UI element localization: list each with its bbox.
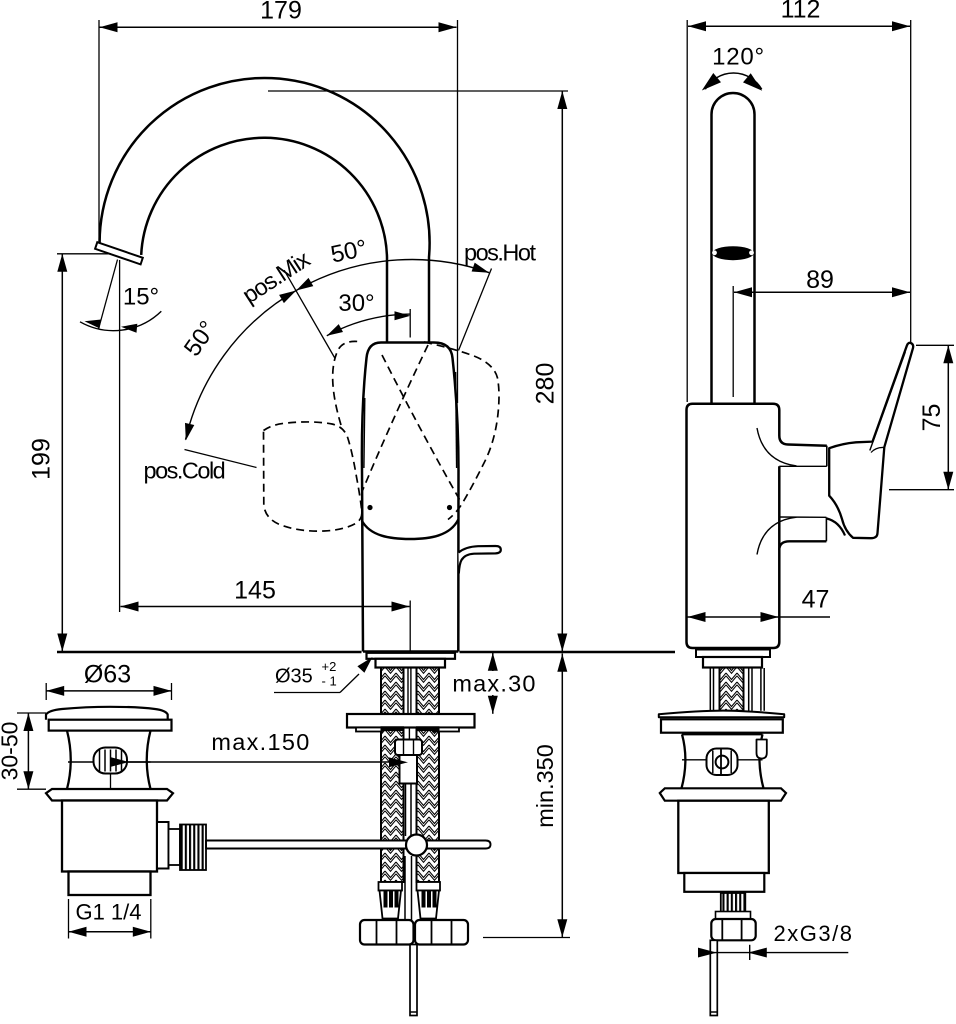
svg-text:2xG3/8: 2xG3/8 [774, 921, 854, 946]
svg-text:120°: 120° [712, 44, 765, 71]
svg-text:47: 47 [802, 586, 830, 614]
svg-text:179: 179 [260, 0, 302, 25]
svg-text:30°: 30° [338, 290, 374, 317]
svg-text:89: 89 [806, 266, 834, 294]
svg-text:30-50: 30-50 [0, 722, 23, 781]
svg-text:75: 75 [918, 404, 946, 432]
svg-text:G1 1/4: G1 1/4 [75, 900, 141, 925]
svg-text:Ø63: Ø63 [84, 660, 131, 688]
svg-text:280: 280 [532, 363, 560, 405]
svg-text:- 1: - 1 [322, 674, 337, 689]
svg-text:199: 199 [28, 438, 56, 480]
svg-text:max.150: max.150 [211, 729, 310, 755]
svg-text:max.30: max.30 [452, 671, 536, 697]
svg-text:145: 145 [234, 577, 276, 605]
svg-text:pos.Hot: pos.Hot [464, 240, 536, 266]
svg-text:Ø35: Ø35 [275, 666, 313, 688]
svg-text:pos.Cold: pos.Cold [144, 458, 225, 484]
svg-text:+2: +2 [322, 659, 337, 674]
svg-text:15°: 15° [123, 284, 159, 311]
svg-text:min.350: min.350 [532, 744, 558, 828]
svg-text:112: 112 [781, 0, 821, 24]
